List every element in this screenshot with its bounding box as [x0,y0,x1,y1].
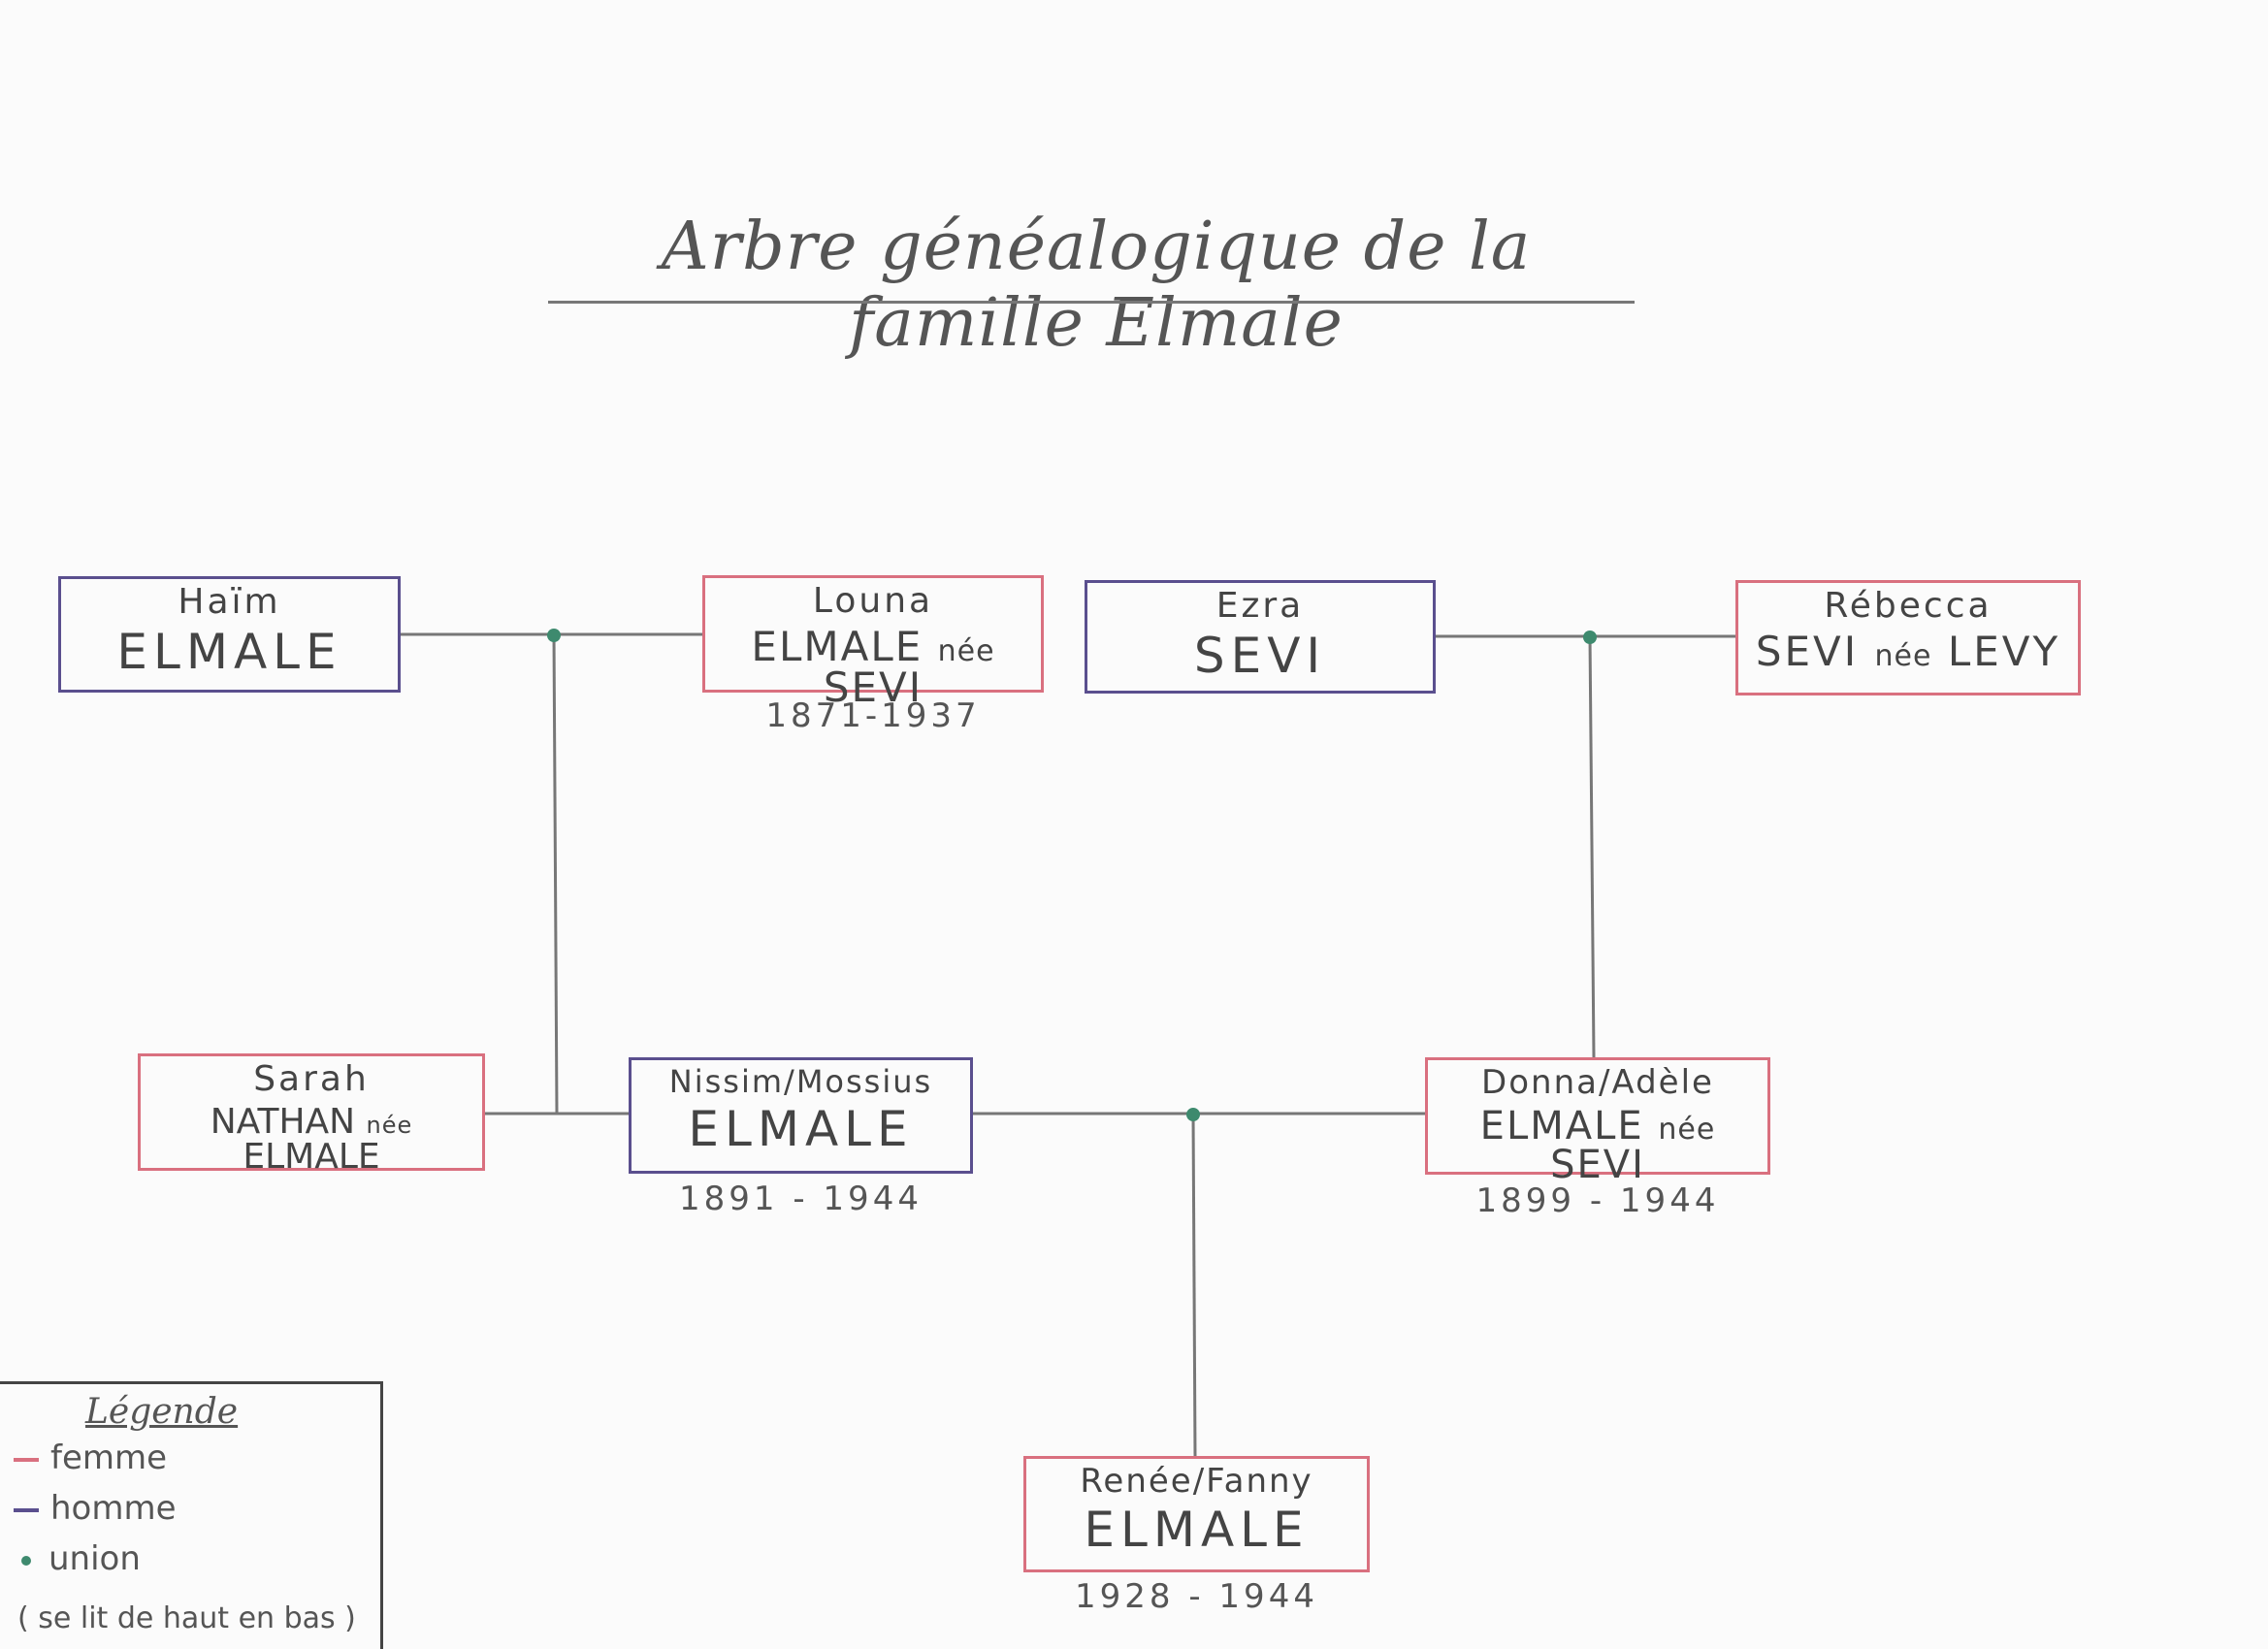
person-sarah: Sarah NATHAN née ELMALE [138,1053,485,1175]
title-underline [548,301,1635,304]
given-name: Renée/Fanny [1080,1462,1313,1501]
surname-line: ELMALE née SEVI [1428,1107,1767,1184]
nee-label: née [366,1112,413,1139]
person-haim: Haïm ELMALE [58,576,401,693]
legend-title: Légende [85,1392,239,1432]
person-renee: Renée/Fanny ELMALE [1023,1456,1370,1572]
person-louna: Louna ELMALE née SEVI [702,575,1044,708]
surname: ELMALE [1479,1104,1644,1148]
surname-line: SEVI née LEVY [1738,631,2078,672]
surname: ELMALE [751,623,923,670]
union-dot-icon [21,1555,31,1566]
union-dot-nissim-donna [1186,1108,1200,1121]
given-name: Ezra [1215,586,1305,626]
legend: Légende femme homme union ( se lit de ha… [0,1381,383,1649]
nee-label: née [1658,1113,1716,1147]
surname: SEVI [1755,628,1860,675]
legend-label: homme [50,1489,177,1528]
person-donna: Donna/Adèle ELMALE née SEVI [1425,1057,1770,1184]
given-name: Louna [812,581,934,621]
surname: ELMALE [688,1101,914,1157]
surname-line: NATHAN née ELMALE [141,1105,482,1175]
person-ezra: Ezra SEVI [1085,580,1436,694]
legend-item-femme: femme [14,1439,167,1477]
given-name: Sarah [253,1059,370,1099]
given-name: Donna/Adèle [1481,1063,1714,1102]
surname: NATHAN [210,1102,356,1142]
legend-label: femme [50,1439,168,1477]
union-dot-haim-louna [547,629,561,642]
homme-swatch [14,1507,39,1512]
dates-louna: 1871-1937 [765,696,981,735]
descent-line-nissim-donna [1191,1113,1197,1457]
legend-label: union [49,1539,141,1578]
maiden-name: ELMALE [243,1137,380,1177]
maiden-name: LEVY [1947,628,2061,675]
dates-nissim: 1891 - 1944 [679,1180,923,1218]
legend-note: ( se lit de haut en bas ) [17,1601,356,1635]
surname-line: ELMALE née SEVI [705,627,1041,708]
legend-item-homme: homme [14,1489,177,1528]
dates-renee: 1928 - 1944 [1075,1577,1318,1616]
nee-label: née [937,634,995,668]
legend-item-union: union [14,1539,141,1578]
maiden-name: SEVI [823,663,923,711]
femme-swatch [14,1457,39,1462]
nee-label: née [1874,639,1932,673]
person-nissim: Nissim/Mossius ELMALE [629,1057,973,1174]
surname: ELMALE [1084,1502,1310,1558]
surname: ELMALE [116,624,342,680]
given-name: Rébecca [1824,586,1993,626]
union-dot-ezra-rebecca [1583,630,1597,644]
descent-line-ezra-rebecca [1588,635,1596,1058]
given-name: Haïm [178,582,281,622]
given-name: Nissim/Mossius [668,1063,933,1100]
maiden-name: SEVI [1550,1143,1645,1187]
diagram-title: Arbre généalogique de la famille Elmale [661,209,1532,362]
surname: SEVI [1193,628,1327,684]
person-rebecca: Rébecca SEVI née LEVY [1735,580,2081,695]
descent-line-haim-louna [552,633,559,1115]
dates-donna: 1899 - 1944 [1475,1181,1720,1220]
